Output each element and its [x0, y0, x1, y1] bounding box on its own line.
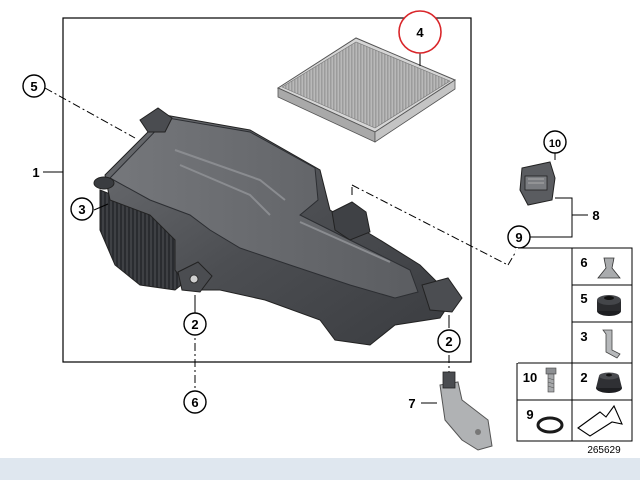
callout-2-left: 2	[183, 312, 207, 336]
legend-label: 3	[580, 329, 587, 344]
callout-9: 9	[507, 225, 531, 249]
air-mass-sensor[interactable]	[519, 161, 556, 206]
bolt-icon	[545, 367, 557, 393]
legend-label: 9	[526, 407, 533, 422]
legend-item-rubber-mount[interactable]: 6	[580, 255, 621, 279]
callout-label: 2	[445, 334, 452, 349]
callout-8: 8	[592, 208, 599, 223]
rubber-mount-icon	[597, 257, 621, 279]
callout-5-top: 5	[22, 74, 46, 98]
callout-2-right: 2	[437, 329, 461, 353]
callout-3: 3	[70, 197, 94, 221]
mounting-bracket[interactable]	[439, 371, 493, 451]
callout-1: 1	[32, 165, 39, 180]
callout-label: 4	[416, 25, 424, 40]
parts-legend: 6 5 3 10	[516, 247, 633, 442]
legend-item-rubber-buffer[interactable]: 2	[580, 370, 622, 393]
clip-icon	[602, 329, 621, 359]
legend-item-o-ring[interactable]: 9	[526, 407, 564, 434]
legend-label: 5	[580, 291, 587, 306]
o-ring-icon	[536, 416, 564, 434]
footer-bar	[0, 458, 640, 480]
rubber-buffer-icon	[596, 372, 622, 393]
callout-label: 8	[592, 208, 599, 223]
callout-10: 10	[543, 130, 567, 154]
callout-label: 9	[515, 230, 522, 245]
direction-arrow-icon	[577, 404, 623, 437]
legend-item-arrow-symbol	[577, 404, 623, 437]
callout-label: 2	[191, 317, 198, 332]
diagram-reference-number: 265629	[587, 445, 621, 456]
callout-4: 4	[398, 10, 442, 54]
callout-7: 7	[408, 396, 415, 411]
callout-label: 3	[78, 202, 85, 217]
callout-label: 10	[549, 138, 561, 150]
legend-label: 6	[580, 255, 587, 270]
legend-item-grommet[interactable]: 5	[580, 291, 621, 316]
air-filter-element[interactable]	[276, 37, 457, 143]
assembly-frame	[62, 17, 472, 363]
callout-label: 1	[32, 165, 39, 180]
highlight-ring	[398, 10, 442, 54]
grommet-icon	[597, 295, 621, 316]
legend-item-bolt[interactable]: 10	[523, 367, 557, 393]
legend-item-clip[interactable]: 3	[580, 329, 621, 359]
callout-label: 5	[30, 79, 37, 94]
legend-label: 2	[580, 370, 587, 385]
callout-6: 6	[183, 390, 207, 414]
callout-label: 6	[191, 395, 198, 410]
callout-label: 7	[408, 396, 415, 411]
legend-label: 10	[523, 370, 537, 385]
air-intake-housing[interactable]	[93, 107, 463, 346]
